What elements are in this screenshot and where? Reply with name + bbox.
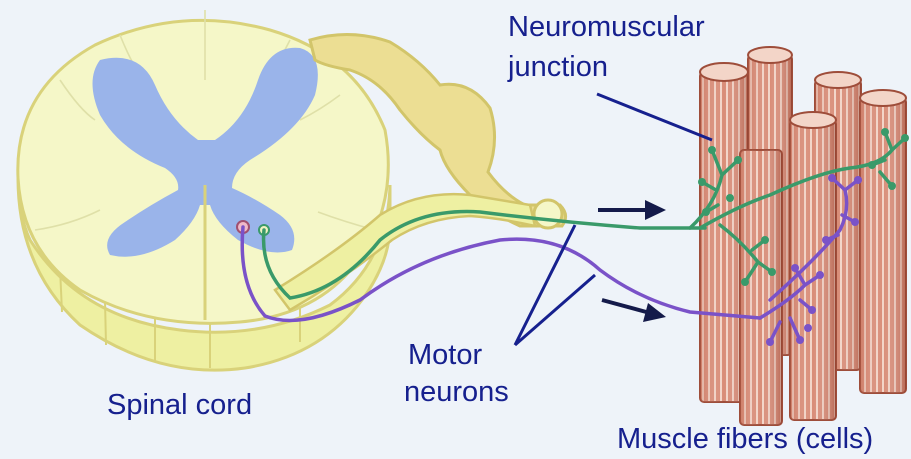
neuromuscular-junction-label-line2: junction bbox=[508, 50, 608, 84]
spinal-nerve-opening bbox=[534, 200, 562, 228]
leader-line-neuromuscular-junction bbox=[597, 94, 712, 140]
neuromuscular-junction-label-line1: Neuromuscular bbox=[508, 10, 705, 44]
motor-neurons-label-line2: neurons bbox=[404, 375, 509, 409]
spinal-cord-label: Spinal cord bbox=[107, 388, 252, 422]
arrow-right-icon bbox=[598, 200, 666, 220]
muscle-fibers-label: Muscle fibers (cells) bbox=[617, 422, 873, 456]
motor-neurons-label-line1: Motor bbox=[408, 338, 482, 372]
leader-line-motor-neuron-purple bbox=[515, 275, 595, 345]
